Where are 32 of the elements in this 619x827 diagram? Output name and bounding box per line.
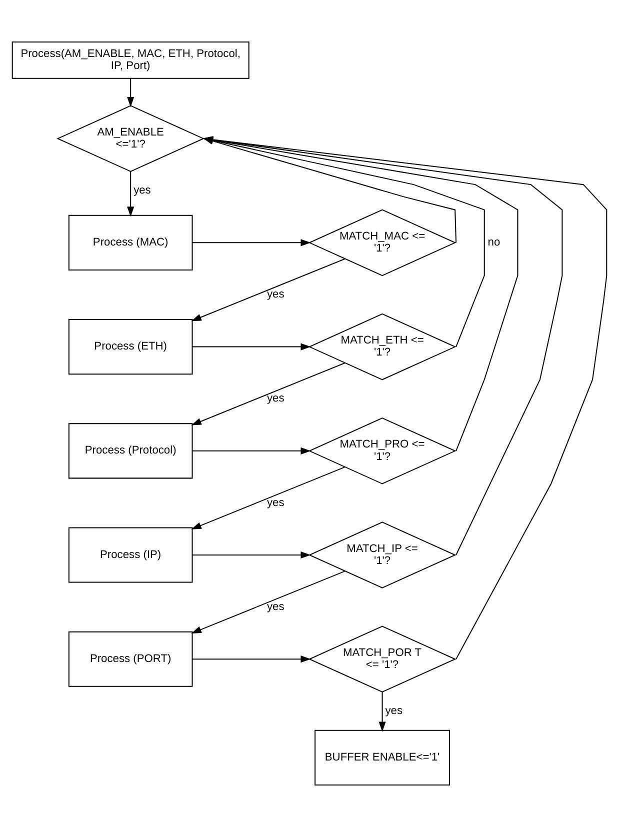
edge-label: yes xyxy=(385,705,403,717)
node-diamond: MATCH_PRO <= '1'? xyxy=(308,418,456,484)
arrow xyxy=(191,570,346,634)
arrow xyxy=(127,78,134,108)
arrow xyxy=(378,692,386,732)
node-box: Process (ETH) xyxy=(68,319,193,375)
arrow xyxy=(191,362,346,426)
edge-label: yes xyxy=(266,288,284,301)
arrow xyxy=(192,239,311,246)
node-diamond: MATCH_POR T <= '1'? xyxy=(308,626,456,693)
node-diamond: MATCH_IP <= '1'? xyxy=(308,522,456,588)
arrow xyxy=(192,447,311,454)
edge-label: yes xyxy=(266,496,284,509)
node-box: BUFFER ENABLE<='1' xyxy=(314,730,450,786)
arrow xyxy=(192,343,311,350)
node-diamond: MATCH_MAC <= '1'? xyxy=(308,209,456,276)
edge-label: yes xyxy=(266,392,284,405)
edge-label: yes xyxy=(266,600,284,613)
node-box: Process(AM_ENABLE, MAC, ETH, Protocol, IP, Port) xyxy=(12,42,250,79)
node-box: Process (IP) xyxy=(68,527,193,583)
node-box: Process (PORT) xyxy=(68,631,193,687)
arrow xyxy=(191,466,346,530)
arrow xyxy=(192,656,311,663)
node-diamond: MATCH_ETH <= '1'? xyxy=(308,313,456,380)
arrow xyxy=(191,258,346,322)
edge-label: no xyxy=(488,236,500,249)
arrow xyxy=(192,551,311,559)
node-box: Process (MAC) xyxy=(68,214,193,270)
arrow xyxy=(127,172,134,217)
edge-label: yes xyxy=(134,184,151,196)
node-box: Process (Protocol) xyxy=(68,423,193,479)
node-diamond: AM_ENABLE <='1'? xyxy=(56,105,205,172)
